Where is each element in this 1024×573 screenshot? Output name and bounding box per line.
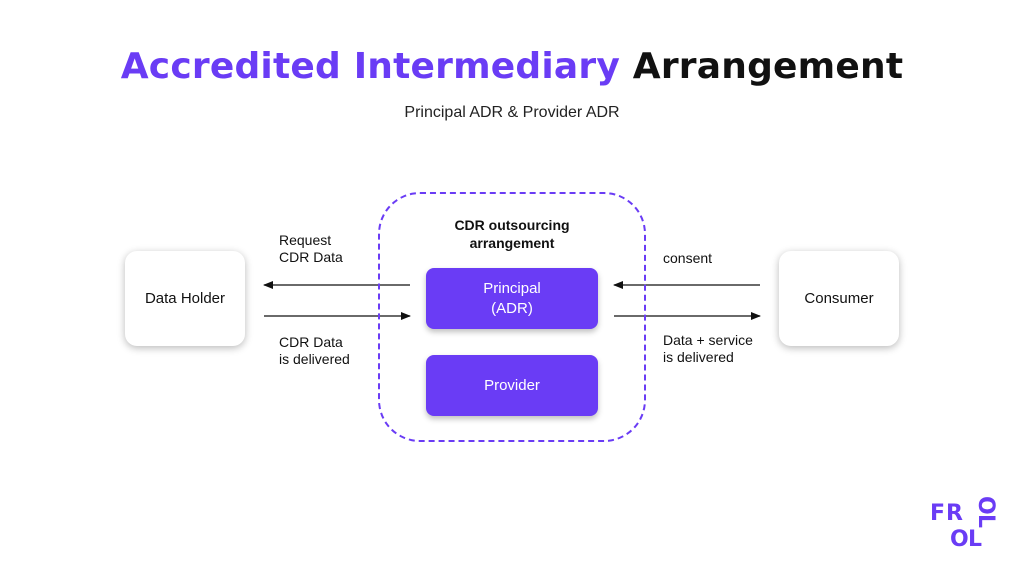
principal-label-line2: (ADR) bbox=[491, 299, 533, 317]
edge-label-consent: consent bbox=[663, 250, 713, 266]
edge-label-delivered-line2: is delivered bbox=[279, 351, 350, 367]
logo-letter-l1: L bbox=[968, 527, 982, 552]
provider-node: Provider bbox=[426, 355, 598, 416]
outsourcing-arrangement-group bbox=[378, 192, 646, 442]
frolol-logo: F R O L O L bbox=[930, 496, 998, 552]
group-label-line2: arrangement bbox=[469, 235, 555, 251]
logo-letter-l2: L bbox=[973, 514, 998, 528]
edge-label-service-line2: is delivered bbox=[663, 349, 734, 365]
principal-node: Principal (ADR) bbox=[426, 268, 598, 329]
data-holder-label: Data Holder bbox=[144, 290, 226, 307]
group-label: CDR outsourcing arrangement bbox=[378, 216, 646, 252]
page-title: Accredited Intermediary Arrangement bbox=[0, 46, 1024, 87]
edge-label-request-line1: Request bbox=[279, 232, 332, 248]
logo-letter-o1: O bbox=[950, 527, 969, 552]
title-accent-text: Accredited Intermediary bbox=[120, 46, 621, 87]
edge-label-delivered-line1: CDR Data bbox=[279, 334, 343, 350]
title-dark-text: Arrangement bbox=[632, 46, 904, 87]
edge-label-delivered: CDR Data is delivered bbox=[279, 334, 350, 368]
consumer-label: Consumer bbox=[804, 290, 874, 307]
principal-label-line1: Principal bbox=[483, 279, 541, 297]
edge-label-request: Request CDR Data bbox=[279, 232, 343, 266]
data-holder-node: Data Holder bbox=[125, 251, 245, 346]
consumer-node: Consumer bbox=[779, 251, 899, 346]
logo-letter-f: F bbox=[930, 501, 945, 526]
page-subtitle: Principal ADR & Provider ADR bbox=[404, 104, 620, 121]
logo-letter-o2: O bbox=[973, 496, 998, 515]
edge-label-service-line1: Data + service bbox=[663, 332, 753, 348]
edge-label-request-line2: CDR Data bbox=[279, 249, 343, 265]
provider-label: Provider bbox=[484, 376, 540, 394]
edge-label-service: Data + service is delivered bbox=[663, 332, 753, 366]
logo-letter-r: R bbox=[946, 501, 963, 526]
group-label-line1: CDR outsourcing bbox=[454, 217, 570, 233]
